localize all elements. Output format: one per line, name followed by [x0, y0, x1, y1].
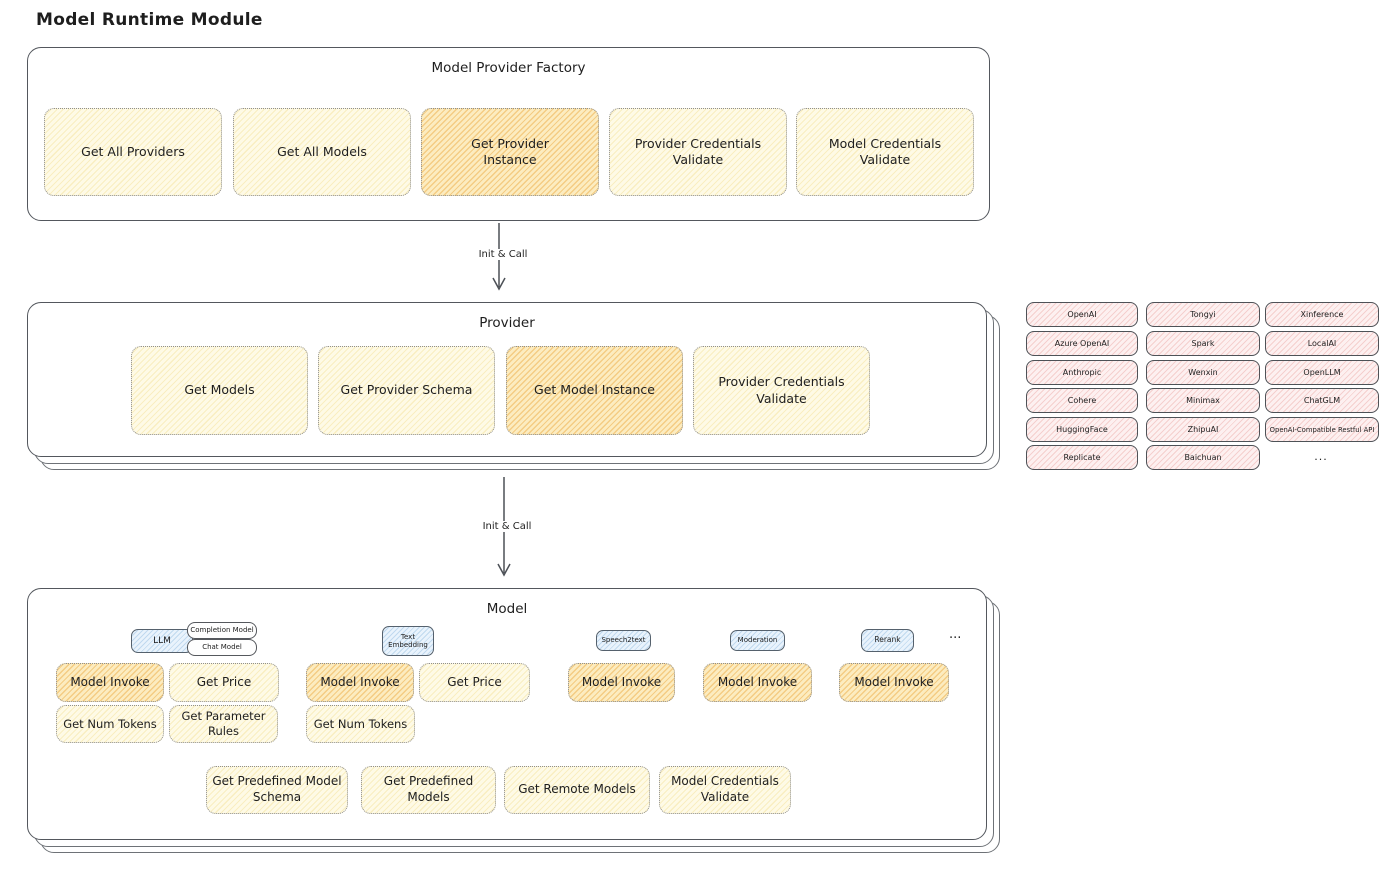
model-provider-factory-box: Model Provider Factory Get All Providers… [27, 47, 990, 221]
tag-chat-model: Chat Model [187, 639, 257, 656]
node-get-all-models: Get All Models [233, 108, 411, 196]
tag-rerank: Rerank [861, 629, 914, 652]
node-get-remote-models: Get Remote Models [504, 766, 650, 814]
provider-chip-azure-openai: Azure OpenAI [1026, 331, 1138, 356]
provider-box: Provider Get Models Get Provider Schema … [27, 302, 987, 457]
provider-chip-spark: Spark [1146, 331, 1260, 356]
node-model-credentials-validate: Model Credentials Validate [796, 108, 974, 196]
page-title: Model Runtime Module [36, 10, 263, 30]
node-get-provider-instance: Get Provider Instance [421, 108, 599, 196]
provider-chip-anthropic: Anthropic [1026, 360, 1138, 385]
tag-llm: LLM [131, 629, 193, 653]
model-types-ellipsis: ... [949, 627, 962, 642]
provider-chip-baichuan: Baichuan [1146, 445, 1260, 470]
node-get-num-tokens-embedding: Get Num Tokens [306, 705, 415, 743]
node-get-model-instance: Get Model Instance [506, 346, 683, 435]
node-get-price-embedding: Get Price [419, 663, 530, 702]
node-model-invoke-rerank: Model Invoke [839, 663, 949, 702]
provider-chip-wenxin: Wenxin [1146, 360, 1260, 385]
tag-text-embedding: Text Embedding [382, 626, 434, 656]
node-get-predefined-model-schema: Get Predefined Model Schema [206, 766, 348, 814]
node-get-provider-schema: Get Provider Schema [318, 346, 495, 435]
provider-chip-openai-compatible: OpenAI-Compatible Restful API [1265, 417, 1379, 442]
provider-chip-xinference: Xinference [1265, 302, 1379, 327]
factory-title: Model Provider Factory [431, 60, 586, 76]
model-box: Model LLM Completion Model Chat Model Te… [27, 588, 987, 840]
provider-chip-tongyi: Tongyi [1146, 302, 1260, 327]
node-get-models: Get Models [131, 346, 308, 435]
node-get-price-llm: Get Price [169, 663, 279, 702]
provider-chip-replicate: Replicate [1026, 445, 1138, 470]
provider-chip-minimax: Minimax [1146, 388, 1260, 413]
provider-title: Provider [479, 315, 535, 331]
model-title: Model [486, 601, 528, 617]
provider-chip-cohere: Cohere [1026, 388, 1138, 413]
node-model-credentials-validate-2: Model Credentials Validate [659, 766, 791, 814]
provider-chip-huggingface: HuggingFace [1026, 417, 1138, 442]
node-provider-credentials-validate: Provider Credentials Validate [609, 108, 787, 196]
provider-chips-ellipsis: ... [1314, 450, 1328, 463]
provider-chip-openai: OpenAI [1026, 302, 1138, 327]
node-get-num-tokens-llm: Get Num Tokens [56, 705, 164, 743]
node-model-invoke-moderation: Model Invoke [703, 663, 812, 702]
provider-chip-openllm: OpenLLM [1265, 360, 1379, 385]
tag-speech2text: Speech2text [596, 630, 651, 651]
node-get-predefined-models: Get Predefined Models [361, 766, 496, 814]
provider-chip-chatglm: ChatGLM [1265, 388, 1379, 413]
arrow-label-init-call-2: Init & Call [464, 521, 550, 532]
node-model-invoke-embedding: Model Invoke [306, 663, 414, 702]
node-model-invoke-llm: Model Invoke [56, 663, 164, 702]
provider-chip-localai: LocalAI [1265, 331, 1379, 356]
provider-chip-zhipuai: ZhipuAI [1146, 417, 1260, 442]
node-get-parameter-rules: Get Parameter Rules [169, 705, 278, 743]
tag-completion-model: Completion Model [187, 622, 257, 639]
node-get-all-providers: Get All Providers [44, 108, 222, 196]
tag-moderation: Moderation [730, 630, 785, 651]
node-model-invoke-speech2text: Model Invoke [568, 663, 675, 702]
arrow-label-init-call-1: Init & Call [460, 249, 546, 260]
node-provider-credentials-validate-2: Provider Credentials Validate [693, 346, 870, 435]
